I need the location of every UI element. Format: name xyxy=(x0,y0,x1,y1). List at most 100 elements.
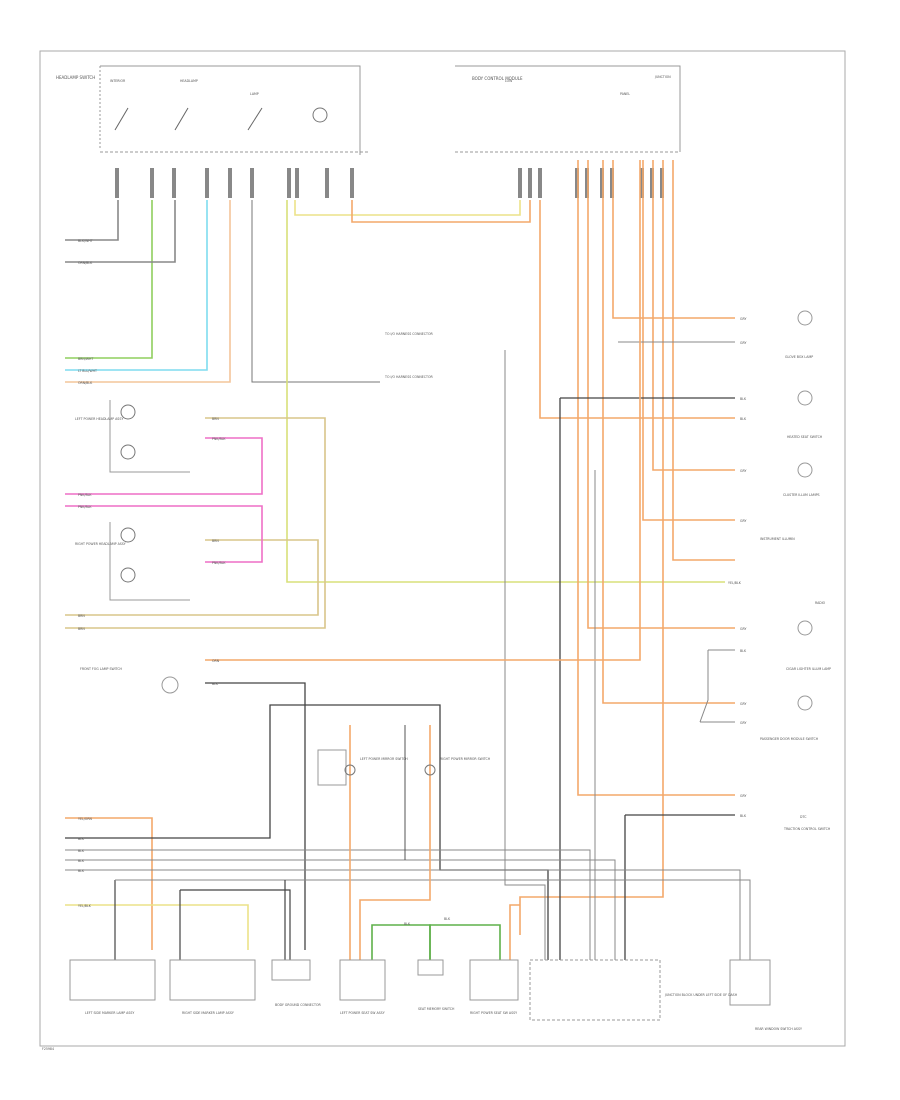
svg-text:GRY: GRY xyxy=(740,721,746,725)
panel-dimmer-label: PANEL xyxy=(620,92,630,96)
svg-text:BLK: BLK xyxy=(212,682,219,686)
glove-box-label: GLOVE BOX LAMP xyxy=(785,355,813,359)
cluster-label: CLUSTER ILLUM LAMPS xyxy=(783,493,820,497)
svg-text:GRY: GRY xyxy=(740,627,746,631)
wire-orange-seat xyxy=(509,904,520,960)
wire-gray-top-2 xyxy=(65,200,176,263)
wire-orange-r5 xyxy=(612,160,735,319)
svg-text:BLK: BLK xyxy=(404,922,411,926)
cluster-lamp-icon xyxy=(797,462,813,478)
wire-yellow-bottom xyxy=(65,904,249,950)
io-harness-label-2: TO I/O HARNESS CONNECTOR xyxy=(384,375,433,379)
svg-text:BRN: BRN xyxy=(212,539,219,543)
glove-box-lamp-icon xyxy=(797,310,813,326)
svg-text:BLK: BLK xyxy=(740,814,747,818)
wire-gray-r9 xyxy=(699,650,709,723)
svg-text:BLK: BLK xyxy=(740,417,747,421)
low-beam-sensor-label: LOW xyxy=(505,79,513,83)
svg-text:ORN: ORN xyxy=(212,659,220,663)
traction-control-label: TRACTION CONTROL SWITCH xyxy=(783,827,831,831)
wire-black-fog xyxy=(205,682,306,950)
seat-memory-switch xyxy=(417,959,444,976)
left-headlamp-assy: LEFT POWER HEADLAMP ASSY xyxy=(75,400,190,473)
rear-defogger-icon xyxy=(797,695,813,711)
svg-text:LT BLU/WHT: LT BLU/WHT xyxy=(78,369,97,373)
svg-text:BLK: BLK xyxy=(78,837,85,841)
wire-yellow-bcm xyxy=(294,200,521,216)
fog-lamp-label: FRONT FOG LAMP SWITCH xyxy=(80,667,123,671)
junction-block-bottom-label: JUNCTION BLOCK UNDER LEFT SIDE OF DASH xyxy=(664,993,738,997)
svg-text:GRY: GRY xyxy=(740,341,746,345)
wire-tan-1 xyxy=(65,417,326,629)
svg-text:PNK/BLK: PNK/BLK xyxy=(212,561,226,565)
wire-orange-r7 xyxy=(652,160,735,471)
rear-window-label: REAR WINDOW SWITCH ASSY xyxy=(755,1027,802,1031)
right-mirror-label: RIGHT POWER MIRROR SWITCH xyxy=(440,757,491,761)
right-side-marker-assy xyxy=(169,959,256,1001)
radio-label: RADIO xyxy=(815,601,826,605)
headlamp-dimmer-label: HEADLAMP xyxy=(180,79,198,83)
right-side-components xyxy=(797,310,813,711)
rear-window-switch xyxy=(729,959,771,1006)
heated-seat-label: HEATED SEAT SWITCH xyxy=(787,435,823,439)
svg-text:BRN: BRN xyxy=(212,417,219,421)
svg-text:GRY: GRY xyxy=(740,794,746,798)
fog-lamp-switch: FRONT FOG LAMP SWITCH xyxy=(80,667,179,694)
wire-cyan xyxy=(65,200,208,371)
radio-icon xyxy=(797,620,813,636)
wire-orange-top xyxy=(351,200,531,223)
svg-text:BRN: BRN xyxy=(78,614,85,618)
svg-text:YEL/BLK: YEL/BLK xyxy=(728,581,742,585)
svg-text:BLK: BLK xyxy=(78,849,85,853)
svg-text:BLK: BLK xyxy=(78,869,85,873)
wire-green xyxy=(65,200,153,359)
wire-orange-fog xyxy=(205,160,641,661)
svg-text:GRY: GRY xyxy=(740,469,746,473)
body-ground-connector xyxy=(271,959,311,981)
svg-text:BLK: BLK xyxy=(740,649,747,653)
mirror-switches: LEFT POWER MIRROR SWITCH RIGHT POWER MIR… xyxy=(317,749,491,786)
svg-text:ORN/BLK: ORN/BLK xyxy=(78,261,93,265)
svg-text:PNK/BLK: PNK/BLK xyxy=(78,505,92,509)
wires xyxy=(65,160,751,960)
wire-gray-bottom-3 xyxy=(65,859,616,960)
wire-orange-r1 xyxy=(539,200,735,419)
heated-seat-icon xyxy=(797,390,813,406)
svg-text:BLK: BLK xyxy=(444,917,451,921)
left-power-seat-assy xyxy=(339,959,386,1001)
wire-orange-r3 xyxy=(587,160,735,629)
svg-text:PNK/BLK: PNK/BLK xyxy=(78,493,92,497)
headlamp-switch-component: HEADLAMP SWITCH INTERIOR HEADLAMP LAMP xyxy=(56,65,370,155)
wire-gray-bottom-4 xyxy=(65,869,741,960)
svg-text:GRY: GRY xyxy=(740,317,746,321)
svg-text:BLK: BLK xyxy=(78,859,85,863)
svg-text:BLK: BLK xyxy=(740,397,747,401)
right-labels: GLOVE BOX LAMP HEATED SEAT SWITCH CLUSTE… xyxy=(760,355,831,831)
passenger-door-label: PASSENGER DOOR MODULE SWITCH xyxy=(760,737,819,741)
svg-text:GRY: GRY xyxy=(740,519,746,523)
wire-orange-bottom xyxy=(65,817,153,950)
left-mirror-icon xyxy=(344,764,356,776)
wire-orange-r9 xyxy=(672,160,735,561)
svg-text:BRN: BRN xyxy=(78,627,85,631)
bcm-label: BODY CONTROL MODULE xyxy=(472,76,523,81)
right-side-marker-label: RIGHT SIDE MARKER LAMP ASSY xyxy=(182,1011,234,1015)
wire-orange-r2 xyxy=(577,160,735,796)
left-side-marker-assy xyxy=(69,959,156,1001)
svg-text:BLK/WHT: BLK/WHT xyxy=(78,239,93,243)
svg-text:ORN/BLK: ORN/BLK xyxy=(78,381,93,385)
top-connector-pins xyxy=(115,168,664,198)
bottom-labels: LEFT SIDE MARKER LAMP ASSY RIGHT SIDE MA… xyxy=(85,993,802,1031)
io-harness-label-1: TO I/O HARNESS CONNECTOR xyxy=(384,332,433,336)
wire-orange-mirror-2 xyxy=(359,725,431,960)
interior-lamp-dimmer-label: INTERIOR xyxy=(110,79,126,83)
cigar-lighter-label: CIGAR LIGHTER ILLUM LAMP xyxy=(786,667,831,671)
svg-text:BRN/WHT: BRN/WHT xyxy=(78,357,93,361)
svg-text:GRY: GRY xyxy=(740,702,746,706)
diagram-frame xyxy=(39,50,846,1047)
right-power-seat-assy xyxy=(469,959,519,1001)
wire-orange-r6 xyxy=(642,160,735,521)
body-control-module-component: BODY CONTROL MODULE JUNCTION PANEL LOW xyxy=(455,65,681,153)
wire-gray-harness xyxy=(251,200,380,383)
